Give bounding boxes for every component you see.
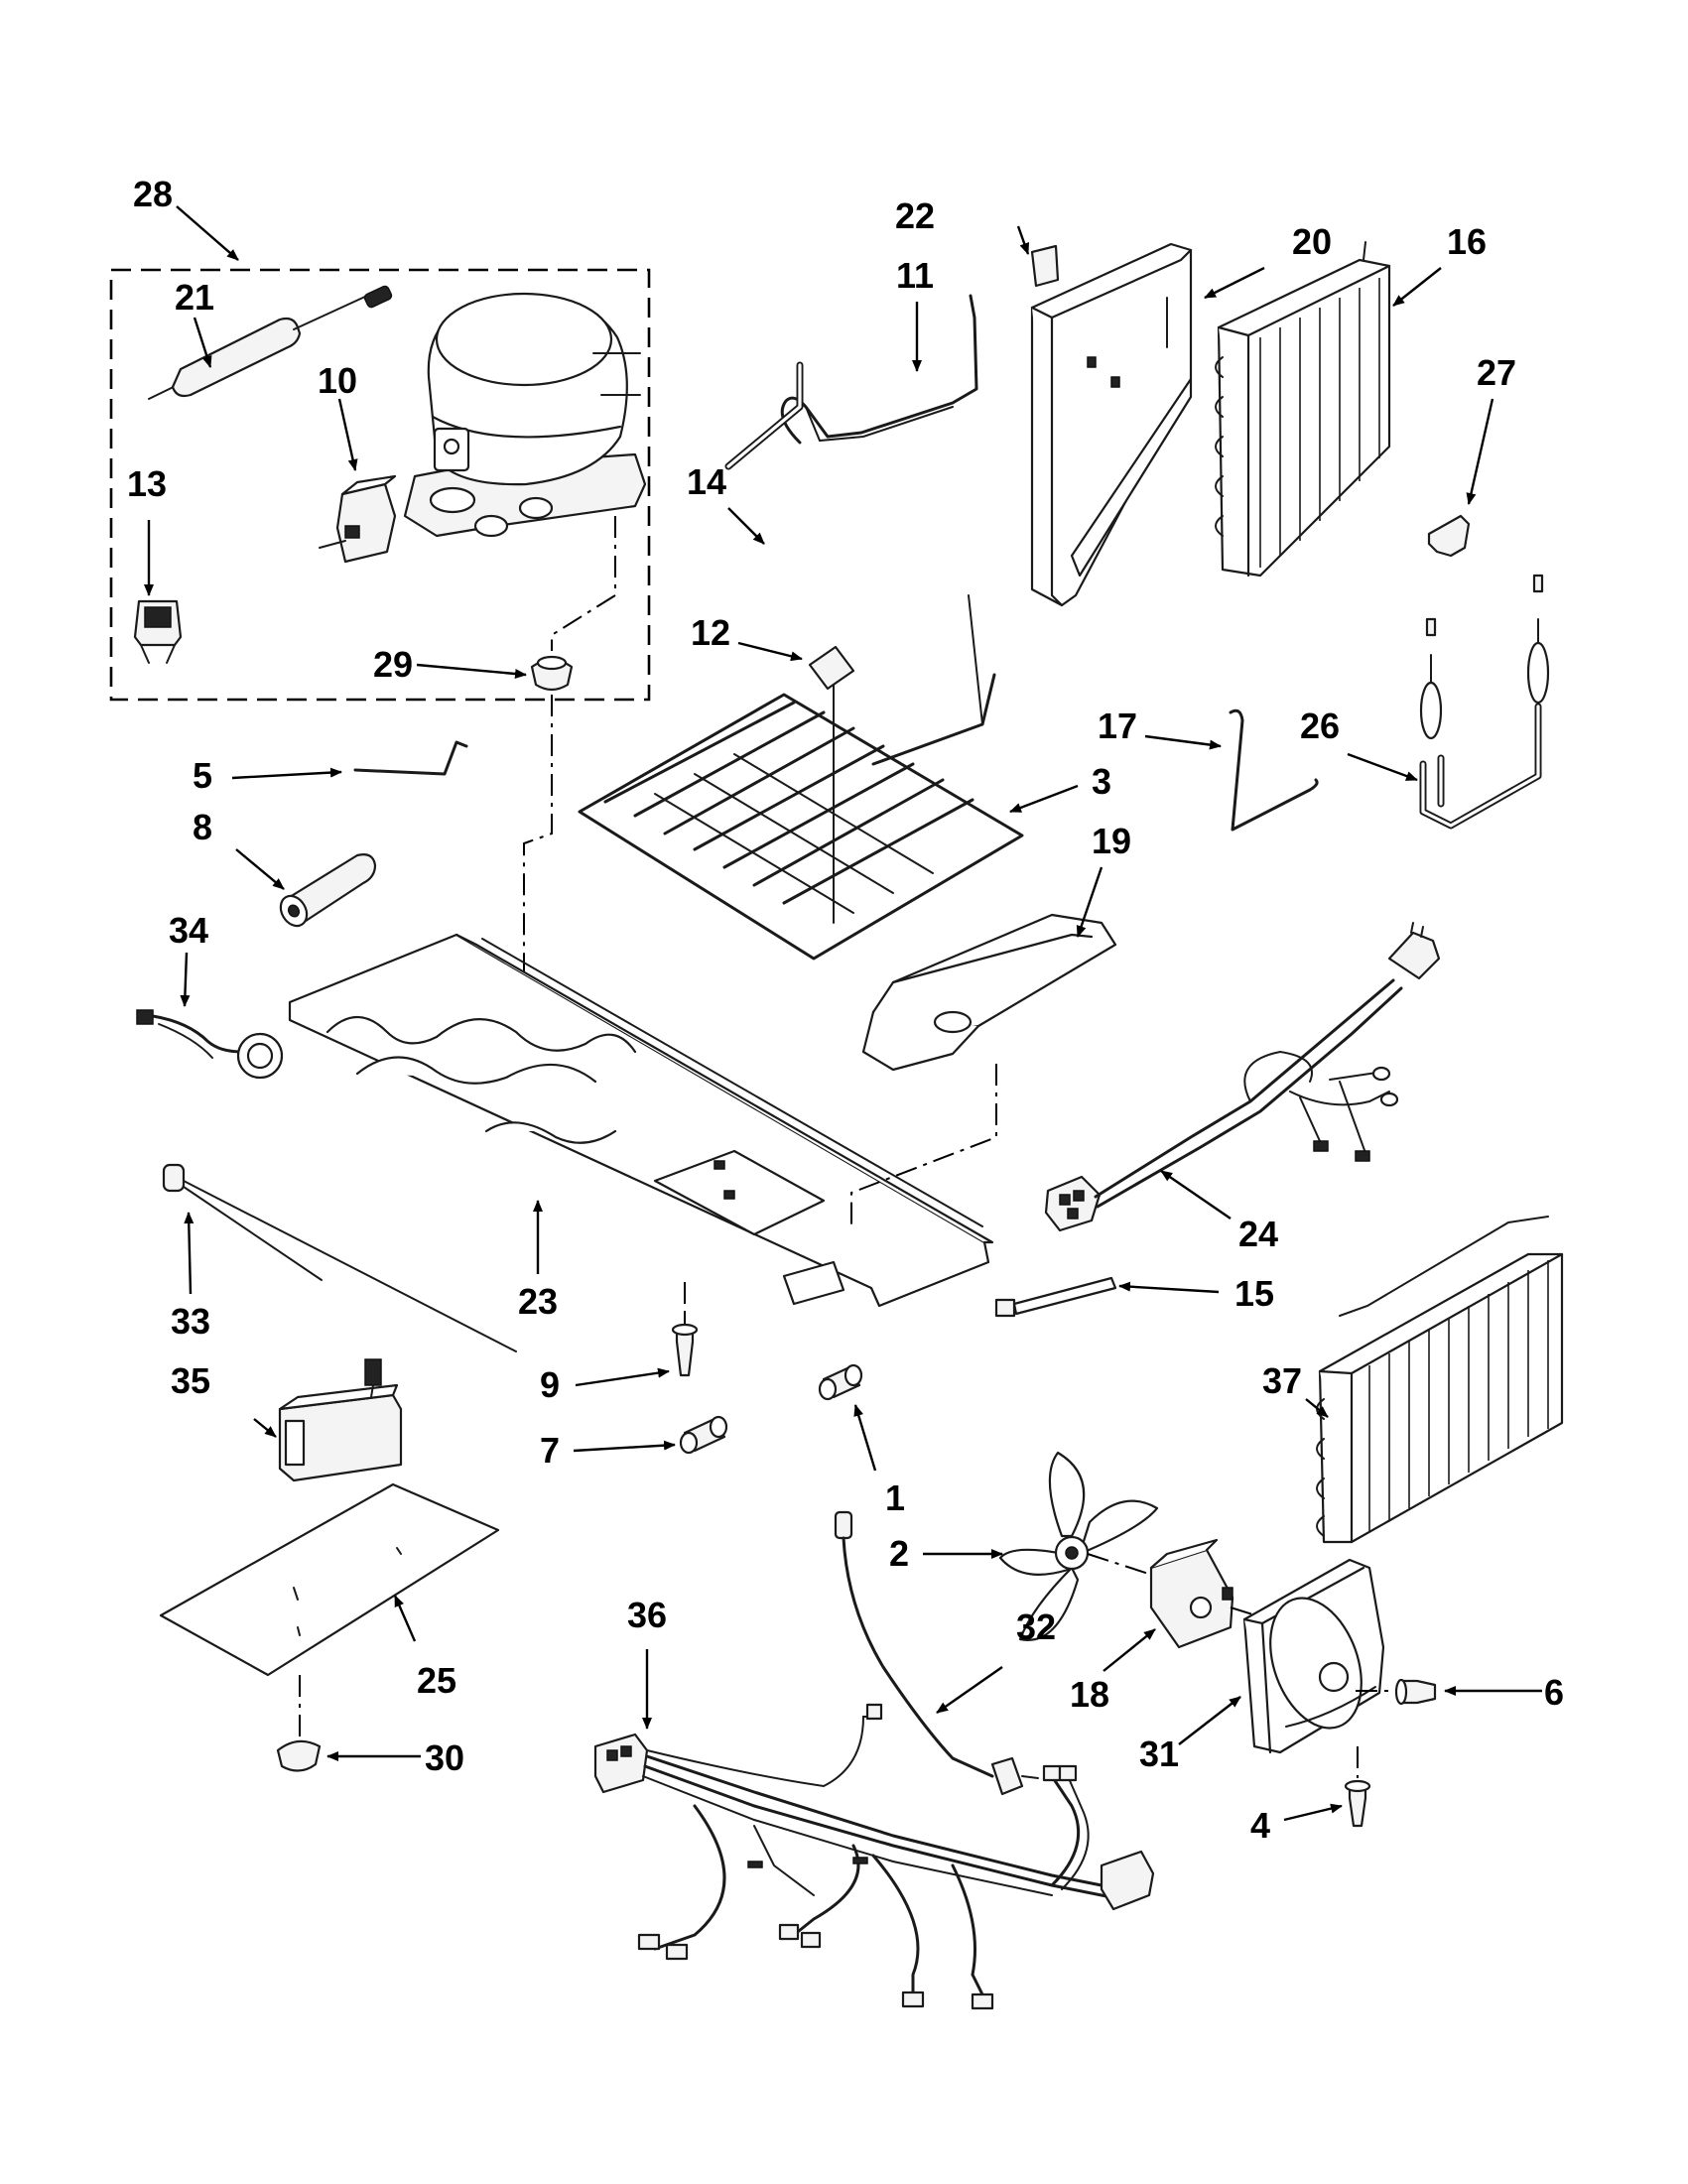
assembly-line-drainpan xyxy=(850,1064,997,1228)
pad-clip-part xyxy=(276,1739,322,1772)
base-pan-part xyxy=(288,933,994,1308)
callout-15: 15 xyxy=(1234,1273,1274,1314)
grommet-part xyxy=(530,655,574,692)
drain-pan-part xyxy=(861,913,1117,1072)
thermistor-harness-part xyxy=(136,1009,284,1080)
clip-22-part xyxy=(1030,244,1060,288)
tube-11-inner xyxy=(805,406,954,443)
hook-17-part xyxy=(1229,708,1319,832)
callout-19: 19 xyxy=(1092,821,1131,861)
callout-31: 31 xyxy=(1139,1734,1179,1774)
callout-2: 2 xyxy=(889,1533,909,1574)
drier-tubes-part xyxy=(1419,574,1550,830)
callout-12: 12 xyxy=(691,612,730,653)
condenser-37-part xyxy=(1316,1216,1564,1544)
screw-9-part xyxy=(671,1282,699,1377)
callout-13: 13 xyxy=(127,463,167,504)
power-harness-part xyxy=(1044,922,1441,1232)
insulation-pad-part xyxy=(159,1482,500,1677)
condenser-coil-part xyxy=(578,594,1024,961)
compressor-part xyxy=(403,292,647,538)
grommet-1-part xyxy=(818,1363,863,1401)
callout-28: 28 xyxy=(133,174,173,214)
foam-tube-part xyxy=(279,853,377,928)
callout-22: 22 xyxy=(895,195,935,236)
callout-37: 37 xyxy=(1262,1360,1302,1401)
callout-11: 11 xyxy=(896,255,934,296)
fan-motor-part xyxy=(1149,1538,1234,1649)
control-box-part xyxy=(278,1358,403,1482)
grommet-7-part xyxy=(679,1415,728,1455)
start-device-part xyxy=(133,599,183,664)
callout-14: 14 xyxy=(687,461,726,502)
callout-27: 27 xyxy=(1477,352,1516,393)
callout-1: 1 xyxy=(885,1477,905,1518)
sensor-wire-part xyxy=(834,1510,1039,1796)
tube-14-part xyxy=(724,361,804,470)
callout-labels: 28 21 10 13 29 22 11 20 16 27 14 12 17 2… xyxy=(127,174,1564,1846)
sensor-probe-part xyxy=(162,1163,517,1352)
callout-20: 20 xyxy=(1292,221,1332,262)
callout-33: 33 xyxy=(171,1301,210,1342)
leader-arrows xyxy=(144,205,1542,1822)
wiring-harness-part xyxy=(593,1703,1155,2010)
callout-21: 21 xyxy=(175,277,214,318)
callout-16: 16 xyxy=(1447,221,1487,262)
clip-part xyxy=(353,740,468,776)
assembly-line-compressor xyxy=(551,516,616,651)
callout-18: 18 xyxy=(1070,1674,1109,1715)
callout-5: 5 xyxy=(193,755,212,796)
relay-part xyxy=(319,474,397,564)
callout-17: 17 xyxy=(1098,706,1137,746)
callout-34: 34 xyxy=(169,910,208,951)
evaporator-cover-part xyxy=(1030,242,1193,607)
screw-4-part xyxy=(1344,1746,1371,1828)
callout-6: 6 xyxy=(1544,1672,1564,1713)
drier-part xyxy=(148,285,393,400)
clip-12-part xyxy=(808,645,855,691)
cable-tie-part xyxy=(994,1276,1117,1318)
callout-30: 30 xyxy=(425,1737,464,1778)
callout-8: 8 xyxy=(193,807,212,847)
callout-7: 7 xyxy=(540,1430,560,1471)
fan-shroud-part xyxy=(1242,1558,1385,1754)
assembly-line-grommet xyxy=(523,695,553,1092)
bracket-27-part xyxy=(1427,514,1471,558)
evaporator-coil-part xyxy=(1215,241,1391,578)
callout-35: 35 xyxy=(171,1360,210,1401)
callout-4: 4 xyxy=(1250,1805,1270,1846)
callout-23: 23 xyxy=(518,1281,558,1322)
callout-24: 24 xyxy=(1238,1214,1278,1254)
callout-10: 10 xyxy=(318,360,357,401)
callout-36: 36 xyxy=(627,1595,667,1635)
screw-6-part xyxy=(1394,1678,1437,1706)
callout-29: 29 xyxy=(373,644,413,685)
callout-25: 25 xyxy=(417,1660,456,1701)
fan-blade-part xyxy=(998,1451,1159,1641)
callout-9: 9 xyxy=(540,1364,560,1405)
callout-3: 3 xyxy=(1092,761,1111,802)
compressor-assembly-boundary xyxy=(109,268,651,702)
callout-32: 32 xyxy=(1016,1606,1056,1647)
callout-26: 26 xyxy=(1300,706,1340,746)
